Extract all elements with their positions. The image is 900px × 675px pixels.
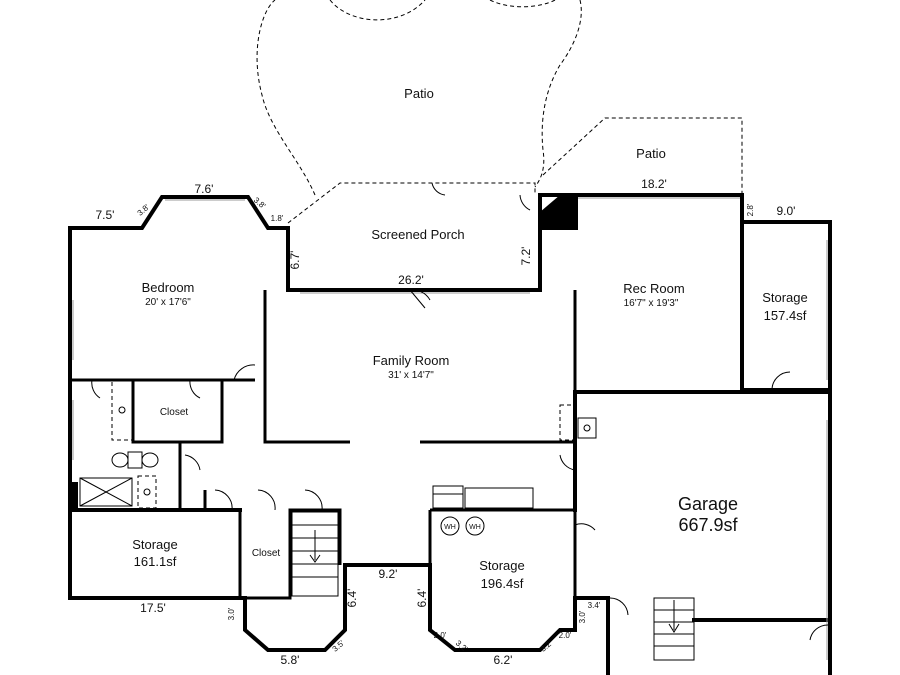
dim-storage-center-left: 6.4' (415, 589, 429, 608)
exterior-walls (68, 193, 832, 675)
patio-right-label: Patio (636, 146, 666, 161)
dim-storage-center-left-small: 2.0' (434, 631, 447, 640)
water-heater-label-1: WH (444, 524, 456, 531)
closet-lower-label: Closet (252, 548, 281, 559)
garage-label: Garage (678, 494, 738, 514)
rec-room-label: Rec Room (623, 281, 684, 296)
windows (72, 197, 828, 660)
dim-hall-bottom: 9.2' (379, 567, 398, 581)
dim-porch-right: 7.2' (519, 247, 533, 266)
dim-garage-corner-small: 3.4' (588, 601, 601, 610)
water-heaters: WH WH (440, 516, 485, 536)
dim-porch-left: 6.7' (288, 251, 302, 270)
room-labels: Patio Patio Screened Porch Bedroom 20' x… (132, 86, 808, 591)
closet-upper-label: Closet (160, 407, 189, 418)
bathroom-fixtures (70, 379, 597, 510)
patio-top-label: Patio (404, 86, 434, 101)
storage-center-area: 196.4sf (481, 576, 524, 591)
family-room-dims: 31' x 14'7" (388, 370, 434, 381)
storage-right-label: Storage (762, 290, 808, 305)
dim-rec-top: 18.2' (641, 177, 667, 191)
storage-left-area: 161.1sf (134, 554, 177, 569)
patio-outline (256, 0, 743, 224)
dim-bedroom-bay-top: 7.6' (195, 182, 214, 196)
rec-room-dims: 16'7" x 19'3" (624, 298, 679, 309)
doors (91, 182, 829, 641)
stairs (291, 511, 695, 661)
storage-center-label: Storage (479, 558, 525, 573)
water-heater-label-2: WH (469, 524, 481, 531)
screened-porch-label: Screened Porch (371, 227, 464, 242)
interior-walls (70, 290, 577, 600)
storage-right-area: 157.4sf (764, 308, 807, 323)
dim-storage-center-bottom: 6.2' (494, 653, 513, 667)
family-room-label: Family Room (373, 353, 450, 368)
dim-storage-top: 9.0' (777, 204, 796, 218)
dim-stair-left: 3.0' (227, 607, 236, 620)
dim-storage-center-right-small: 2.0' (559, 631, 572, 640)
dim-garage-left-small: 3.0' (578, 610, 587, 623)
dimension-labels: 7.5' 3.8' 7.6' 3.8' 1.8' 6.7' 26.2' 7.2'… (96, 177, 796, 667)
dim-rec-corner: 2.8' (746, 203, 755, 216)
dim-stair-right: 6.4' (345, 589, 359, 608)
dim-stair-bay-bottom: 5.8' (281, 653, 300, 667)
dim-bedroom-corner-small: 1.8' (271, 214, 284, 223)
storage-left-label: Storage (132, 537, 178, 552)
dim-storage-left-bottom: 17.5' (140, 601, 166, 615)
bedroom-label: Bedroom (142, 280, 195, 295)
bedroom-dims: 20' x 17'6" (145, 297, 191, 308)
chimney-fill (540, 195, 578, 230)
dim-bedroom-top-left: 7.5' (96, 208, 115, 222)
garage-area: 667.9sf (678, 515, 738, 535)
dim-porch-bottom: 26.2' (398, 273, 424, 287)
